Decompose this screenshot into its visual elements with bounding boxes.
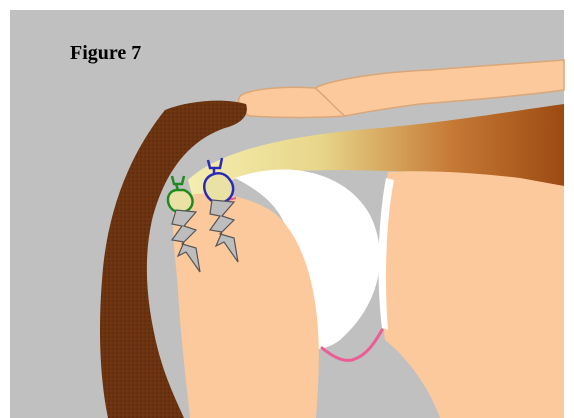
figure-title: Figure 7 xyxy=(70,42,141,65)
